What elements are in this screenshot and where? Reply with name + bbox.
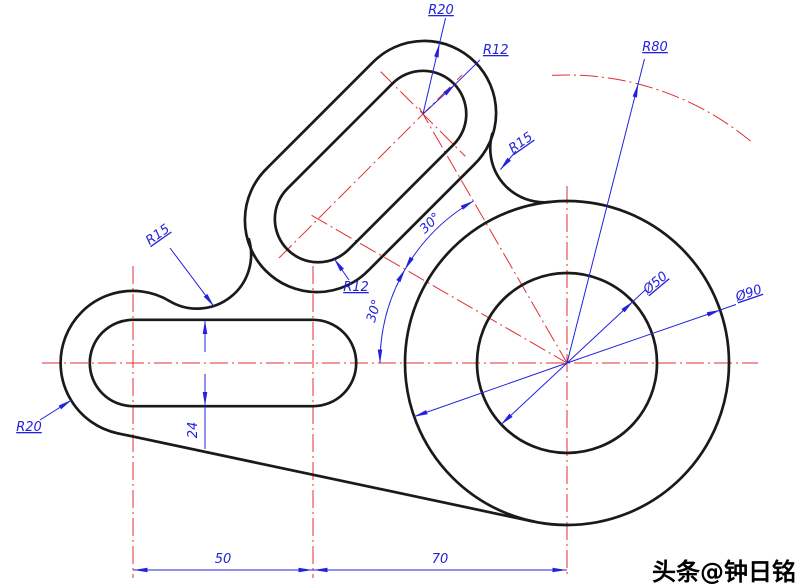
dim70-label: 70 [432,552,449,567]
dia90-label: Ø90 [733,282,764,305]
dia90-dimline-upper [566,309,721,364]
part-outline-layer [59,39,731,527]
radial-line-60deg [311,214,568,364]
dia50-dimline-ext [632,288,647,302]
dim50-label: 50 [215,552,232,567]
bottom-tangent-line [116,432,535,523]
r15-right-leader [500,150,517,170]
r20-left-leader [39,399,72,421]
radial-line-30deg [418,107,568,364]
left-fillet-arc [168,237,253,310]
r12-top-label: R12 [483,43,509,58]
dia90-dimline-lower [413,362,568,418]
r12-lower-leader [333,258,350,281]
r15-right-label: R15 [506,130,536,157]
r20-left-label: R20 [16,420,42,435]
angle-upper-arc [404,200,474,270]
r80-locating-arc [551,74,753,143]
upper-slot-inner [273,69,468,264]
r12-top-leader-ext [454,59,481,86]
r15-left-leader [169,247,214,307]
dia90-dimline-ext [720,304,737,311]
r20-top-label: R20 [428,3,454,18]
angle-lower-arc [377,269,406,364]
slot-axis-centerline [278,74,463,259]
r80-leader-ext [637,58,645,85]
dia50-dimline-upper [566,301,634,364]
left-slot-inner [88,318,358,408]
r12-lower-label: R12 [343,280,369,295]
r20-top-leader [422,43,440,115]
upper-boss-outer [243,39,498,294]
dia50-dimline-lower [500,362,568,425]
left-boss-outer-arc [59,289,171,435]
r20-top-leader-ext [438,17,447,45]
width24-label: 24 [186,422,201,439]
r12-top-leader [422,84,456,115]
r80-leader [566,83,639,364]
angle-upper-label: 30° [417,210,444,237]
angle-lower-label: 30° [364,298,385,324]
right-fillet-arc [488,132,552,204]
r15-left-label: R15 [143,222,173,249]
watermark-text: 头条@钟日铭 [652,558,796,586]
r80-label: R80 [642,40,668,55]
center-hole-circle [475,271,659,455]
dia50-label: Ø50 [640,269,671,298]
